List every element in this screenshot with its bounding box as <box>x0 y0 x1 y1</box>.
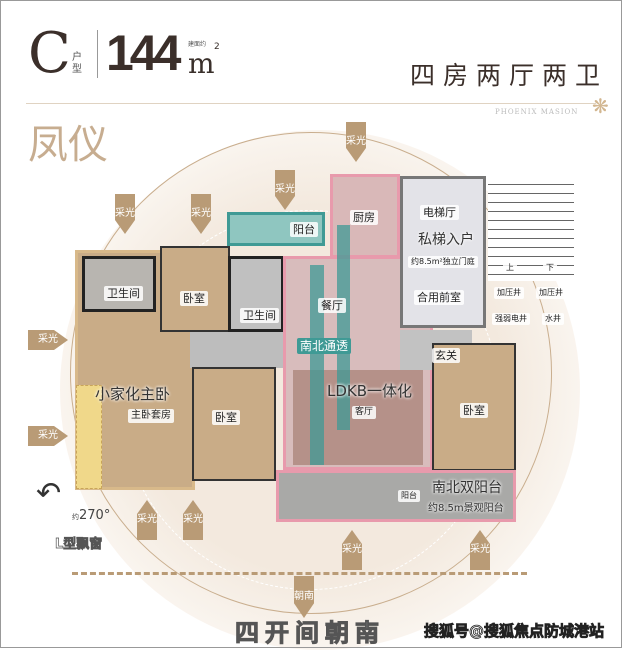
pressure-shaft-2: 加压井 <box>536 287 566 299</box>
stairwell <box>488 176 574 281</box>
bay-angle: 约270° <box>72 508 111 523</box>
light-arrow-icon: 采光 <box>470 530 490 570</box>
foyer-label: 玄关 <box>432 348 460 363</box>
balcony-s-small: 阳台 <box>398 490 420 502</box>
bedroom-a-label: 卧室 <box>180 291 208 306</box>
ns-through-label: 南北通透 <box>297 338 352 354</box>
ldkb-label: LDKB一体化 <box>327 382 413 400</box>
shared-lobby-label: 合用前室 <box>414 290 464 305</box>
master-bath-room <box>82 256 156 312</box>
stair-down: 下 <box>543 262 557 274</box>
bath-b-label: 卫生间 <box>240 308 279 323</box>
water-shaft: 水井 <box>542 313 564 325</box>
project-name: 凤仪 <box>28 122 108 168</box>
divider <box>97 30 98 78</box>
brand-logo: PHOENIX MASION <box>495 108 579 116</box>
light-arrow-icon: 采光 <box>275 170 295 210</box>
dining-label: 餐厅 <box>318 298 346 313</box>
south-arrow-icon: 朝南 <box>294 576 314 618</box>
balcony-s-note: 约8.5m景观阳台 <box>428 503 504 514</box>
ns-flow-bar-1 <box>310 265 324 465</box>
area-unit: m <box>188 47 215 80</box>
stair-up: 上 <box>503 262 517 274</box>
living-label: 客厅 <box>352 406 377 419</box>
watermark: 搜狐号@搜狐焦点防城港站 <box>424 622 605 641</box>
bedroom-b-label: 卧室 <box>212 410 240 425</box>
light-arrow-icon: 采光 <box>342 530 362 570</box>
bedroom-c-label: 卧室 <box>460 403 488 418</box>
balcony-s-room <box>276 470 516 522</box>
layout-title: 四房两厅两卫 <box>410 61 609 90</box>
kitchen-label: 厨房 <box>350 210 378 225</box>
master-suite-sub: 主卧套房 <box>128 409 174 423</box>
light-arrow-icon: 采光 <box>346 122 366 162</box>
area-value: 144 <box>106 25 181 81</box>
light-arrow-icon: 采光 <box>28 330 68 350</box>
light-arrow-icon: 采光 <box>137 500 157 540</box>
light-arrow-icon: 采光 <box>191 194 211 234</box>
unit-letter: C <box>28 21 71 86</box>
elevator-hall-label: 电梯厅 <box>420 205 459 220</box>
bedroom-a-room <box>160 246 230 332</box>
balcony-n-label: 阳台 <box>290 222 318 237</box>
master-suite-title: 小家化主卧 <box>95 385 171 403</box>
area-sup: 2 <box>214 42 220 52</box>
pressure-shaft-1: 加压井 <box>494 287 524 299</box>
light-arrow-icon: 采光 <box>183 500 203 540</box>
bay-window <box>76 385 102 489</box>
master-bath-label: 卫生间 <box>104 286 143 301</box>
frontage-dashed-line <box>72 572 527 575</box>
fan-icon: ❋ <box>592 94 609 118</box>
private-entry-label: 私梯入户 <box>418 232 474 248</box>
unit-type-label: 户型 <box>72 52 82 75</box>
corridor <box>190 332 285 368</box>
light-arrow-icon: 采光 <box>115 194 135 234</box>
balcony-s-label: 南北双阳台 <box>432 480 502 496</box>
bottom-title: 四开间朝南 <box>235 619 385 647</box>
ns-flow-bar-2 <box>337 225 350 430</box>
header-line <box>26 103 596 104</box>
orientation-arc <box>70 132 552 614</box>
elevator-lobby <box>400 176 486 328</box>
bay-window-label: L型飘窗 <box>55 537 103 553</box>
light-arrow-icon: 采光 <box>28 426 68 446</box>
area-note: 建面约 <box>188 41 207 48</box>
rotate-arrow-icon: ↶ <box>36 476 62 511</box>
elec-shaft: 强弱电井 <box>492 313 530 325</box>
private-entry-note: 约8.5m²独立门庭 <box>408 256 478 268</box>
